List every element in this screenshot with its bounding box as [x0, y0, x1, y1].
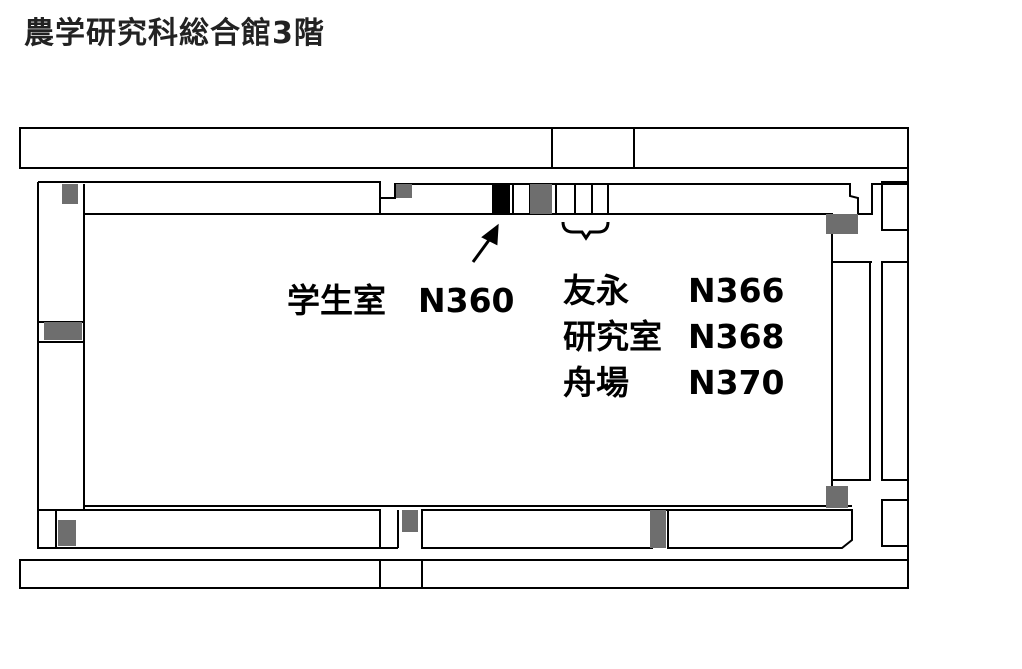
room-n360-marker [492, 184, 510, 214]
lab-room-name: 舟場 [563, 363, 629, 402]
lab-room-name: 友永 [563, 271, 629, 310]
outer-corridor-top [19, 127, 909, 169]
map-title: 農学研究科総合館3階 [24, 16, 325, 51]
student-room-number: N360 [418, 281, 515, 320]
outer-corridor-bottom [19, 559, 909, 589]
lab-room-name: 研究室 [563, 317, 662, 356]
lab-room-number: N368 [688, 317, 785, 356]
courtyard [83, 213, 833, 507]
bracket-icon [561, 221, 610, 241]
lab-room-number: N366 [688, 271, 785, 310]
arrow-icon [471, 223, 499, 263]
facility-markers [44, 184, 858, 548]
lab-room-number: N370 [688, 363, 785, 402]
student-room-name: 学生室 [287, 281, 386, 320]
